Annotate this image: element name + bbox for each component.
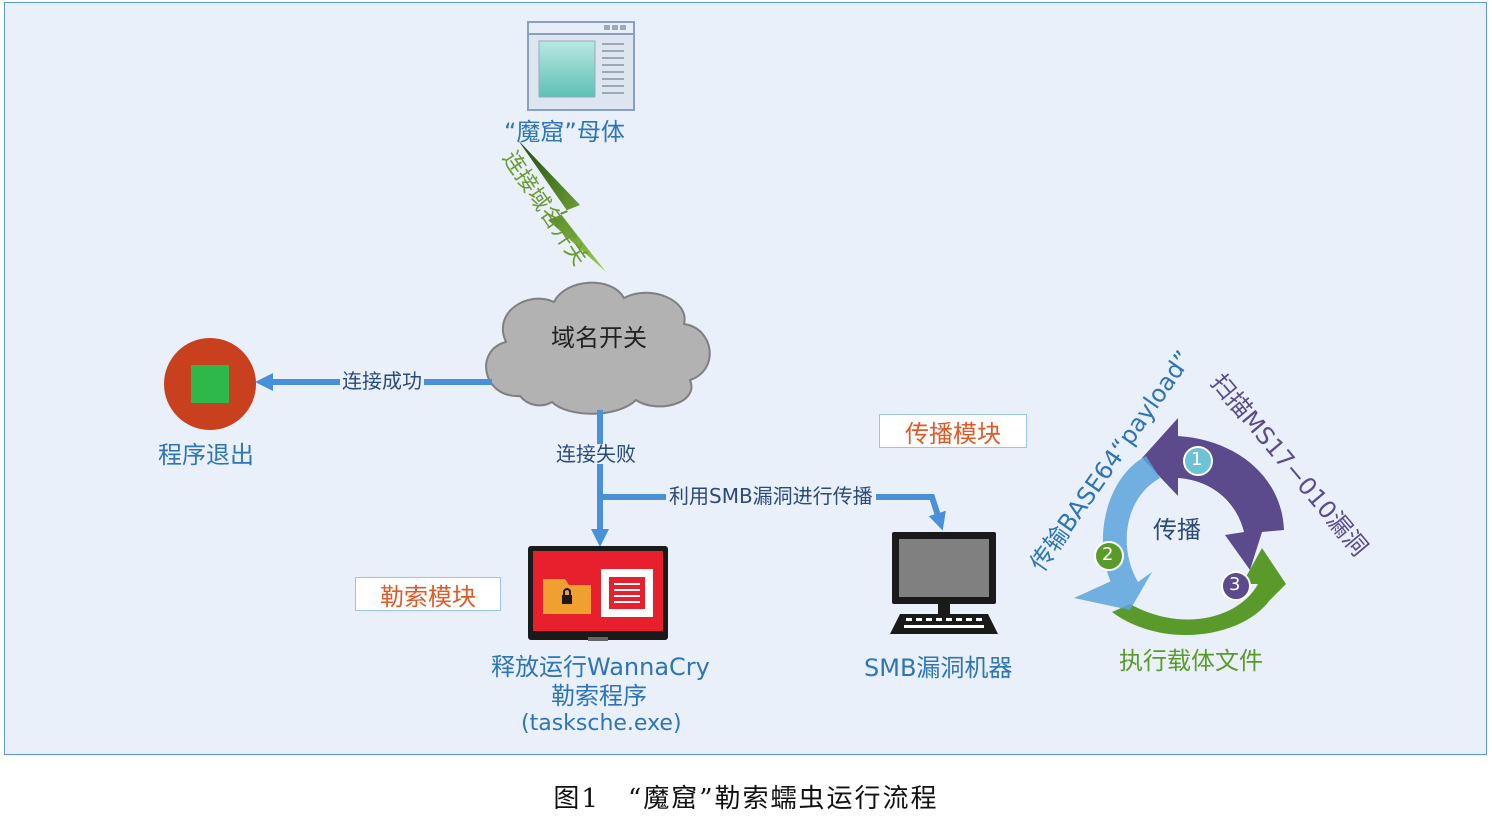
step-2-number: 2 [1102, 544, 1114, 565]
cloud-label: 域名开关 [551, 324, 647, 352]
stop-icon [164, 338, 256, 430]
mother-label: “魔窟”母体 [504, 118, 625, 146]
smb-machine-label: SMB漏洞机器 [864, 654, 1013, 682]
step-3-number: 3 [1229, 574, 1241, 595]
cycle-center-label: 传播 [1153, 516, 1201, 544]
computer-icon [890, 532, 998, 634]
window-icon [527, 21, 635, 111]
smb-spread-label: 利用SMB漏洞进行传播 [666, 486, 876, 506]
step-1-number: 1 [1191, 449, 1203, 470]
exit-label: 程序退出 [158, 441, 254, 469]
ransom-monitor-icon [528, 546, 668, 641]
ransom-module-box: 勒索模块 [355, 577, 501, 611]
execute-label: 执行载体文件 [1119, 647, 1263, 675]
connect-fail-label: 连接失败 [554, 442, 638, 466]
cloud-icon [485, 281, 711, 415]
release-label-line1: 释放运行WannaCry [491, 653, 710, 681]
spread-cycle-icon [1074, 418, 1286, 635]
spread-module-box: 传播模块 [879, 414, 1027, 448]
release-label-line3: (tasksche.exe) [521, 711, 682, 736]
figure-caption: 图1 “魔窟”勒索蠕虫运行流程 [553, 784, 939, 814]
connect-success-label: 连接成功 [340, 369, 424, 393]
release-label-line2: 勒索程序 [551, 682, 647, 710]
